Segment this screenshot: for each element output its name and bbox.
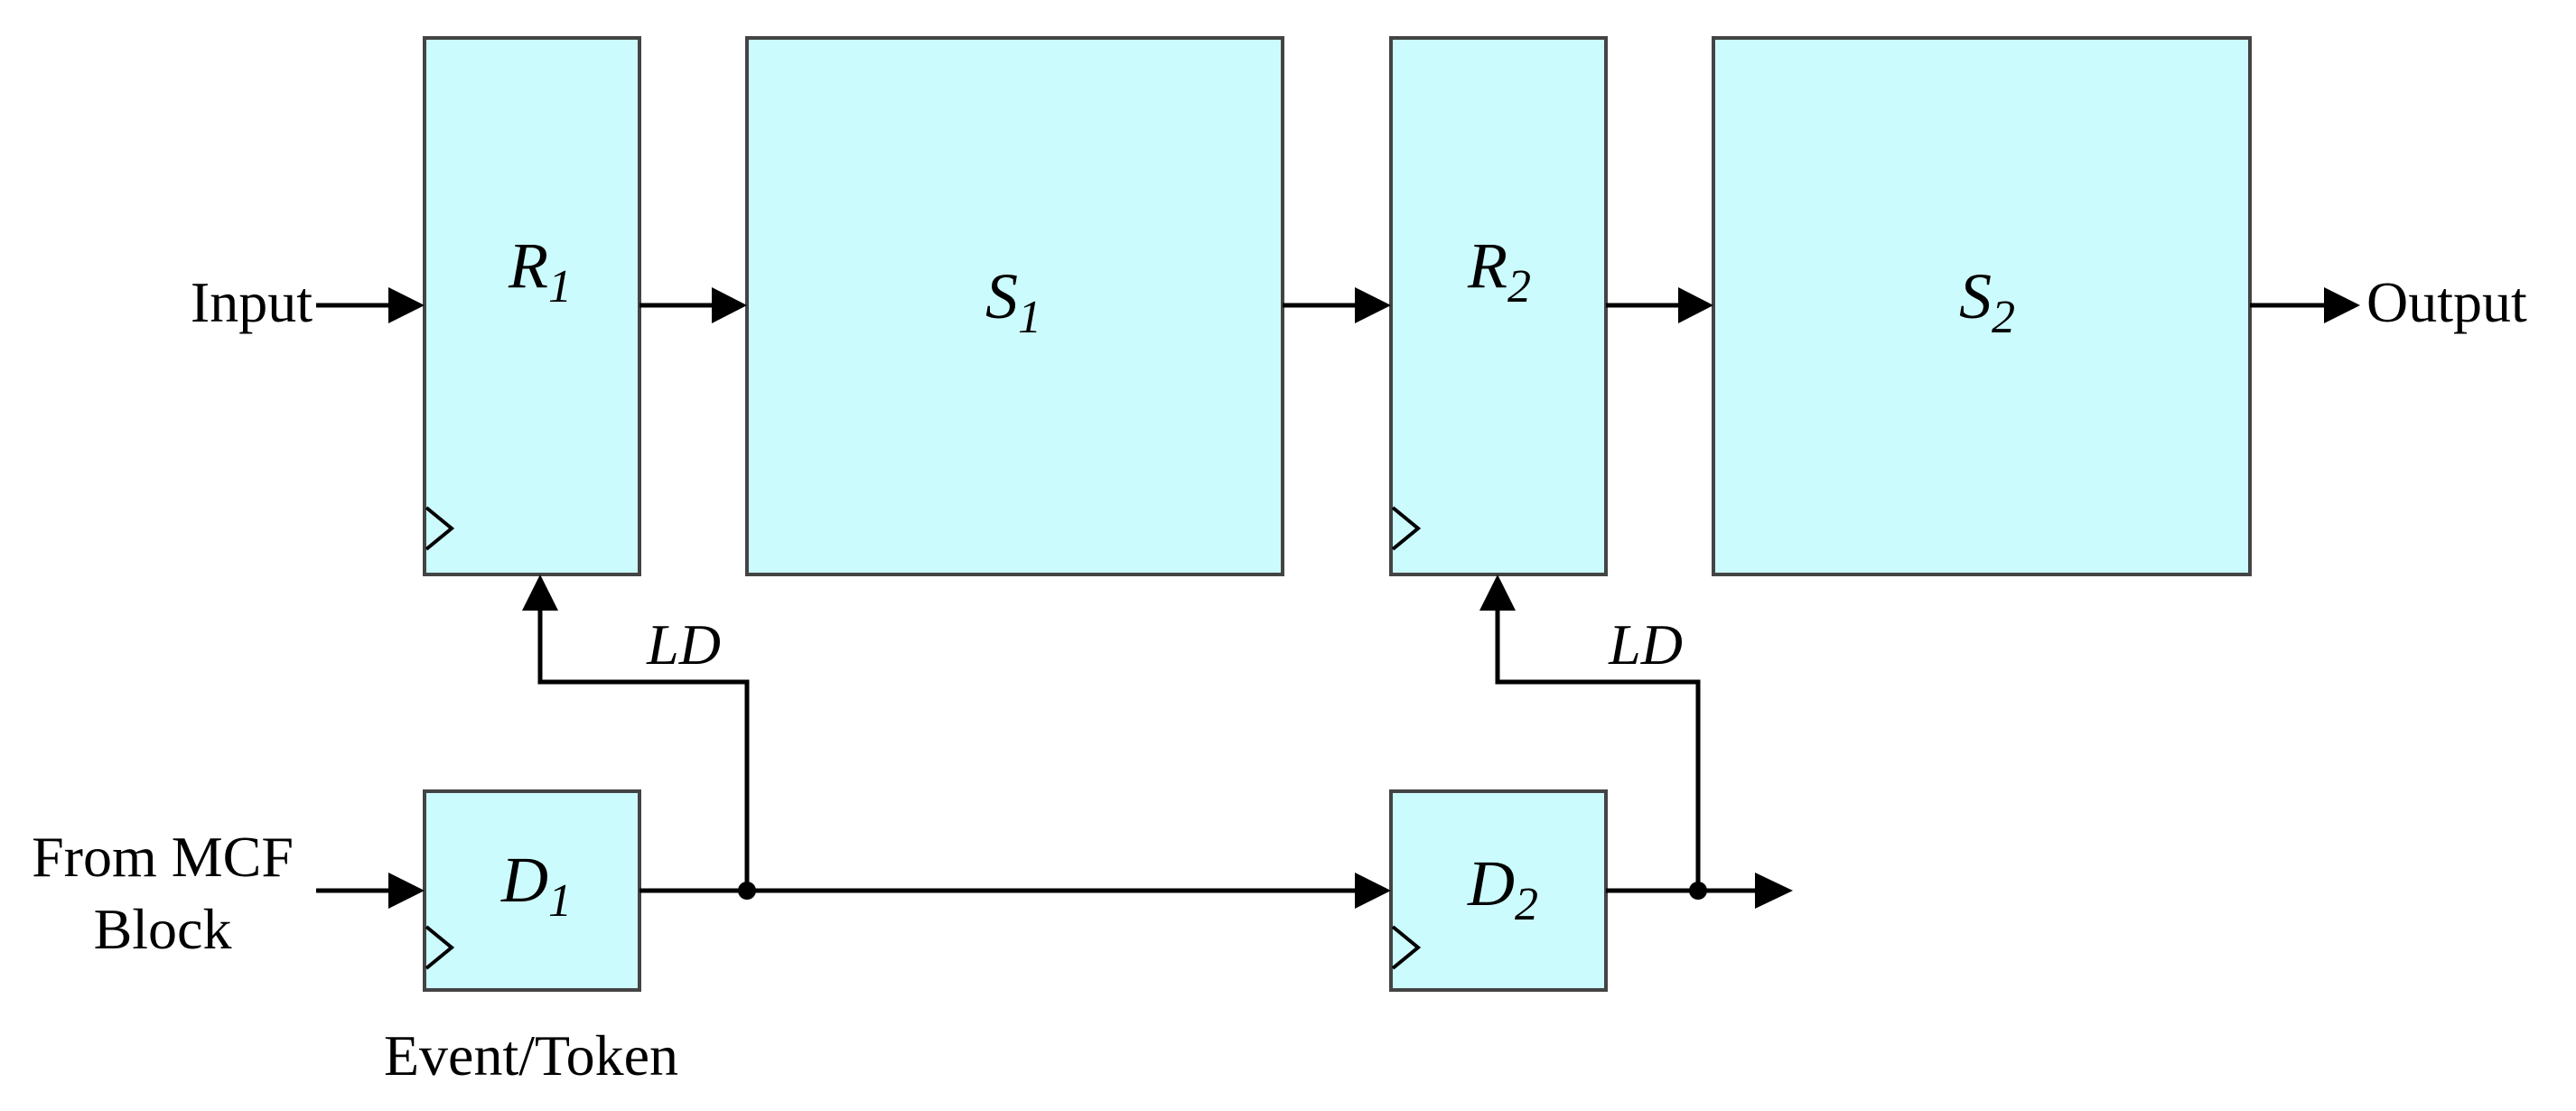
d1-label: D1 <box>500 844 572 927</box>
ld-left-wire <box>537 607 750 891</box>
d2-label: D2 <box>1467 847 1538 930</box>
mcf-input-arrow-icon <box>388 873 425 909</box>
register-r2-block <box>1389 36 1608 576</box>
from-mcf-label-line1: From MCF <box>32 825 294 889</box>
s2-label: S2 <box>1959 260 2015 343</box>
event-token-label: Event/Token <box>384 1023 678 1088</box>
output-arrow-icon <box>2324 287 2360 323</box>
input-arrow-icon <box>388 287 425 323</box>
r2-clock-icon <box>1391 506 1422 551</box>
input-label: Input <box>191 270 313 334</box>
d1-clock-icon <box>425 925 455 970</box>
r1-to-s1-arrow-icon <box>712 287 747 323</box>
r2-to-s2-arrow-icon <box>1678 287 1713 323</box>
register-r1-block <box>423 36 641 576</box>
d2-clock-icon <box>1391 925 1422 970</box>
junction-left-dot <box>738 882 756 900</box>
junction-right-dot <box>1689 882 1707 900</box>
ld-right-arrow-icon <box>1479 574 1516 611</box>
s1-to-r2-arrow-icon <box>1355 287 1391 323</box>
r1-clock-icon <box>425 506 455 551</box>
s1-label: S1 <box>985 260 1041 343</box>
from-mcf-label-line2: Block <box>94 897 232 961</box>
delay-d1-block <box>423 789 641 992</box>
ld-right-wire <box>1495 607 1701 891</box>
d1-to-d2-arrow-icon <box>1355 873 1391 909</box>
ld-left-label: LD <box>646 612 721 677</box>
stage-s2-block <box>1712 36 2252 576</box>
ld-left-arrow-icon <box>522 574 558 611</box>
r2-label: R2 <box>1467 229 1531 313</box>
r1-label: R1 <box>508 229 572 313</box>
ld-right-label: LD <box>1608 612 1683 677</box>
output-label: Output <box>2366 270 2527 334</box>
stage-s1-block <box>745 36 1284 576</box>
d2-output-arrow-icon <box>1755 873 1793 909</box>
